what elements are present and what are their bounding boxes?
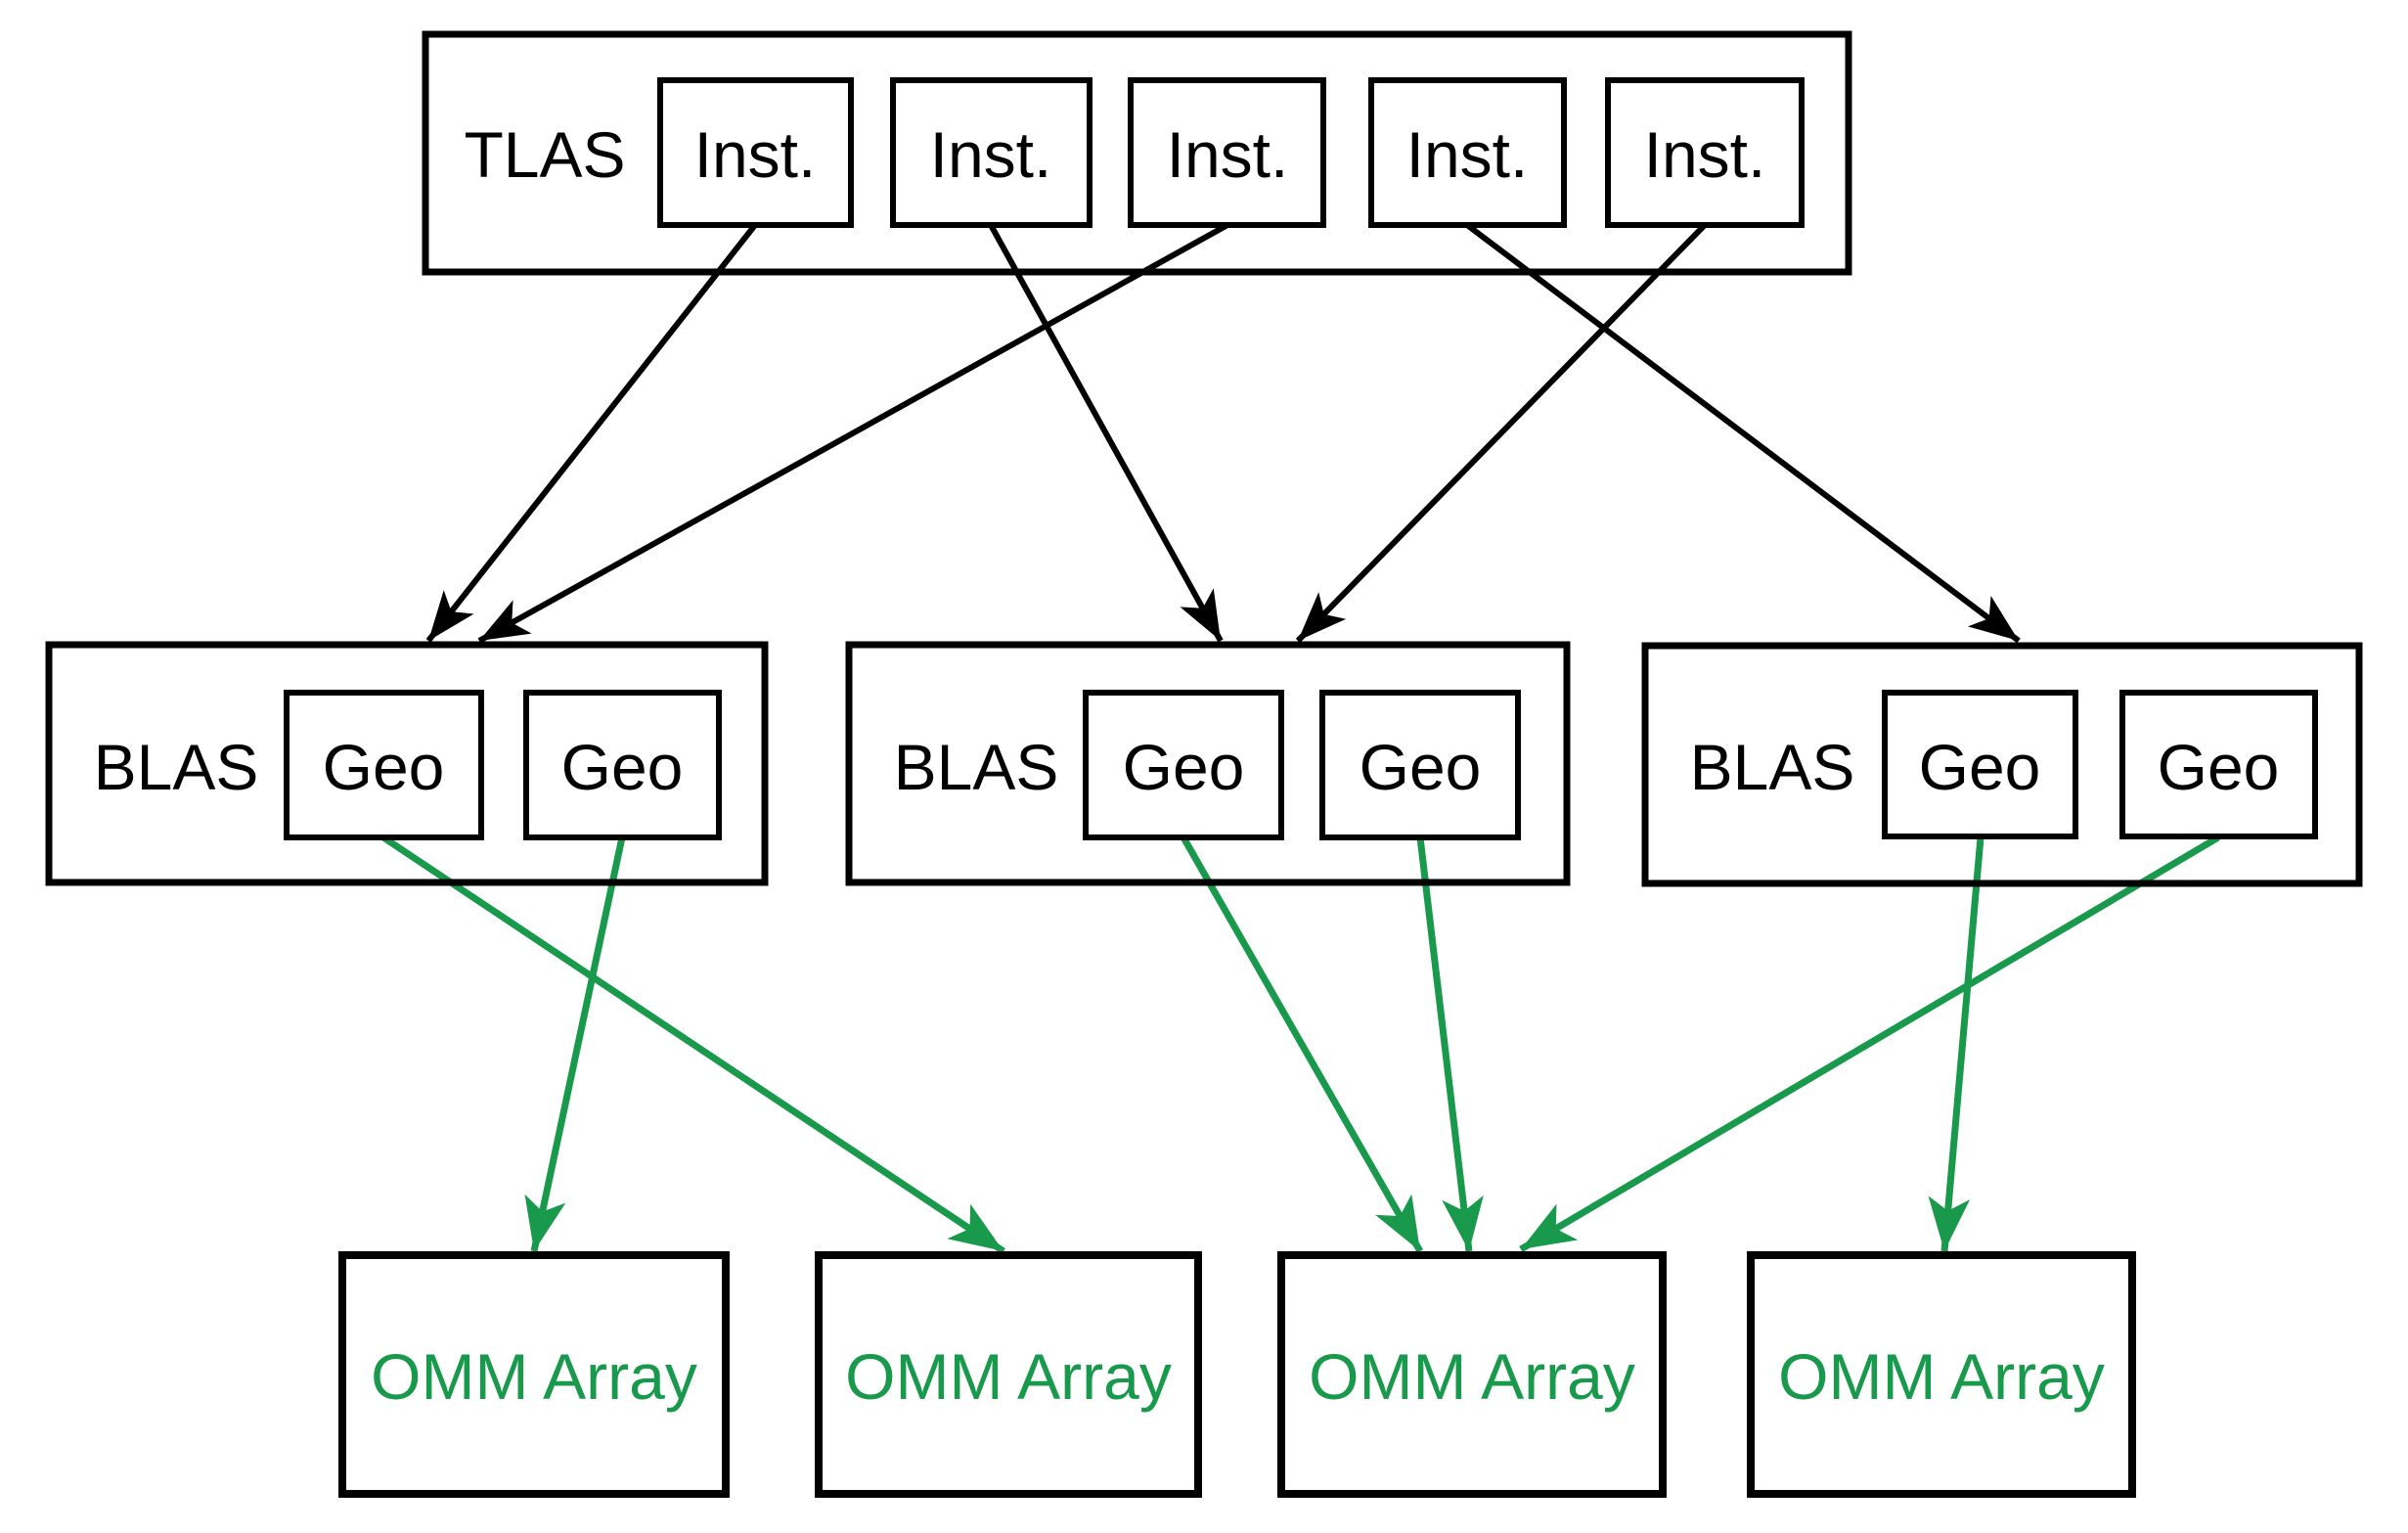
blas-label-2: BLAS <box>894 731 1059 803</box>
omm-array-label-3: OMM Array <box>1309 1340 1635 1413</box>
instance-label-1: Inst. <box>694 118 817 191</box>
geo-box-3-1 <box>1882 690 2078 839</box>
omm-array-box-1 <box>338 1251 730 1498</box>
instance-label-5: Inst. <box>1644 118 1766 191</box>
geo-box-2-1 <box>1083 690 1284 840</box>
geo-box-2-2 <box>1319 690 1521 840</box>
arrow-blas3-geo2-to-omm3 <box>1519 834 2220 1253</box>
geo-label-1-1: Geo <box>323 731 445 803</box>
blas-label-1: BLAS <box>94 731 259 803</box>
arrow-inst5-to-blas2 <box>1295 222 1708 644</box>
blas-box-1 <box>45 641 769 886</box>
blas-group-1: BLAS Geo Geo <box>45 641 769 886</box>
geo-label-2-2: Geo <box>1360 731 1482 803</box>
tlas-box <box>422 30 1852 276</box>
blas-box-2 <box>845 641 1571 886</box>
geo-label-3-1: Geo <box>1919 731 2041 803</box>
instance-label-3: Inst. <box>1167 118 1289 191</box>
omm-array-label-4: OMM Array <box>1778 1340 2105 1413</box>
geo-label-3-2: Geo <box>2158 731 2280 803</box>
tlas-group: TLAS Inst. Inst. Inst. Inst. Inst. <box>422 30 1852 276</box>
geo-box-1-2 <box>523 690 722 840</box>
blas-box-3 <box>1641 642 2363 887</box>
geo-label-1-2: Geo <box>561 731 684 803</box>
geo-to-omm-arrows <box>381 834 2220 1254</box>
instance-label-2: Inst. <box>930 118 1052 191</box>
arrow-inst3-to-blas1 <box>477 222 1229 644</box>
arrow-blas2-geo1-to-omm3 <box>1180 835 1424 1253</box>
geo-box-3-2 <box>2119 690 2318 839</box>
omm-array-box-4 <box>1747 1251 2136 1498</box>
blas-label-3: BLAS <box>1690 731 1855 803</box>
geo-label-2-1: Geo <box>1123 731 1245 803</box>
arrow-blas3-geo1-to-omm4 <box>1928 836 1984 1252</box>
arrow-inst4-to-blas3 <box>1465 222 2021 644</box>
arrow-inst1-to-blas1 <box>425 223 758 643</box>
arrow-inst2-to-blas2 <box>988 223 1224 643</box>
omm-array-box-2 <box>815 1251 1202 1498</box>
arrow-blas2-geo2-to-omm3 <box>1416 836 1484 1252</box>
blas-group-2: BLAS Geo Geo <box>845 641 1571 886</box>
arrow-blas1-geo1-to-omm2 <box>381 834 1005 1254</box>
arrow-blas1-geo2-to-omm1 <box>524 836 626 1252</box>
instance-to-blas-arrows <box>425 222 2021 644</box>
instance-label-4: Inst. <box>1406 118 1529 191</box>
omm-array-box-3 <box>1277 1251 1667 1498</box>
tlas-label: TLAS <box>464 118 625 191</box>
omm-group: OMM Array OMM Array OMM Array OMM Array <box>338 1251 2136 1498</box>
omm-array-label-1: OMM Array <box>371 1340 697 1413</box>
geo-box-1-1 <box>284 690 484 840</box>
omm-array-label-2: OMM Array <box>845 1340 1172 1413</box>
instance-box-1 <box>657 77 854 228</box>
blas-group-3: BLAS Geo Geo <box>1641 642 2363 887</box>
